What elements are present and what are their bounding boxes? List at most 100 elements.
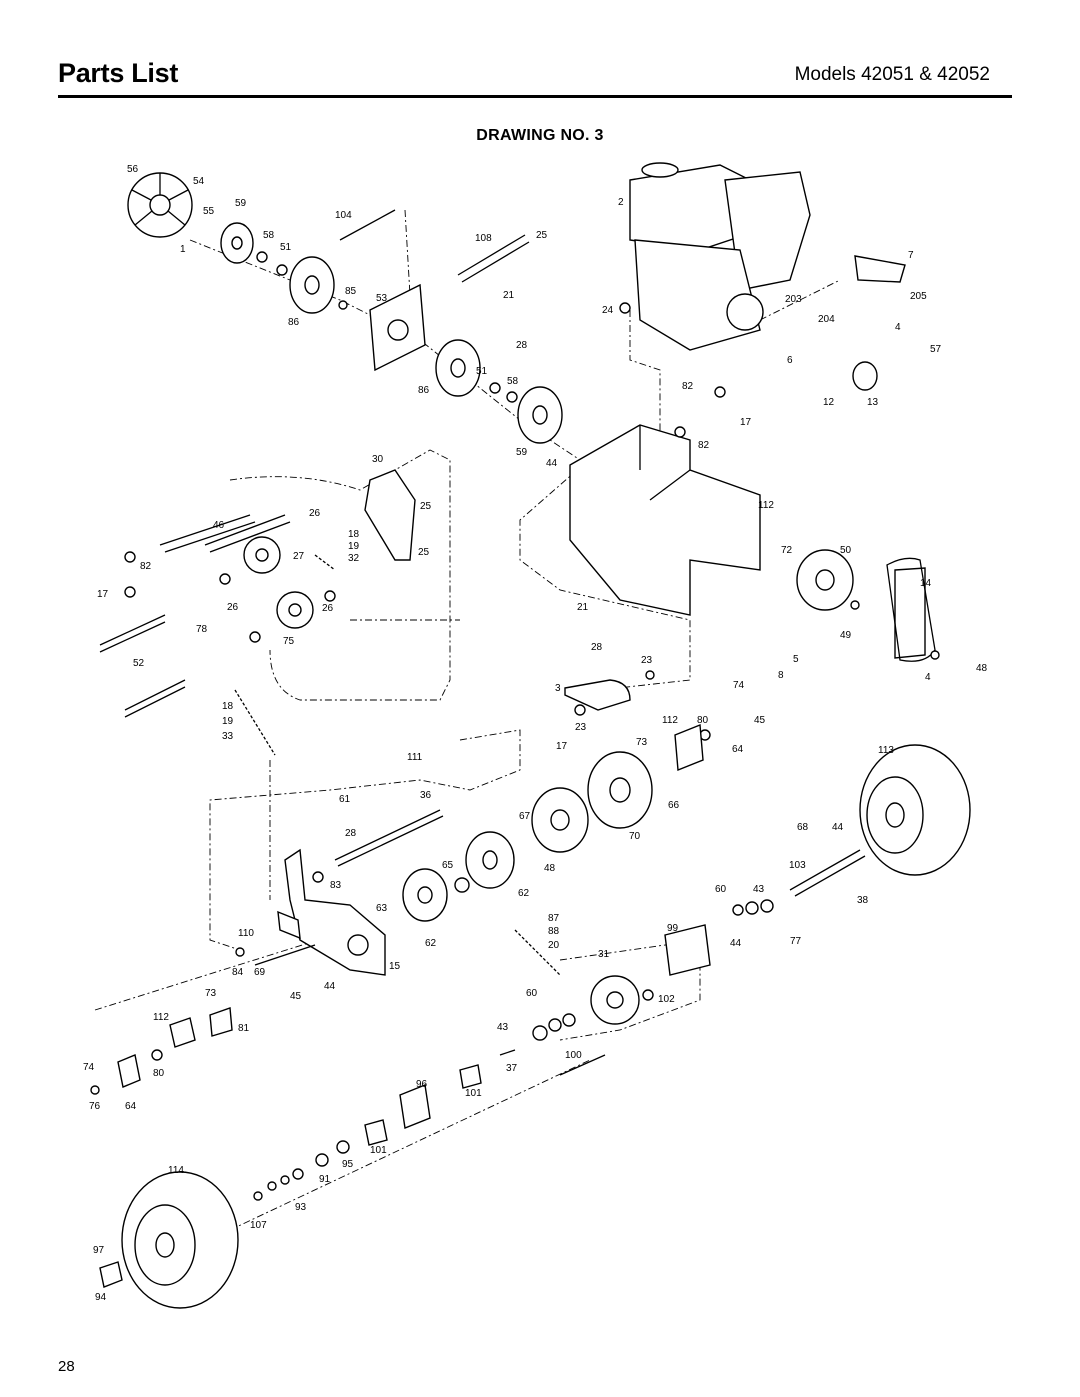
callout-label: 84 [232, 967, 244, 978]
callout-label: 59 [516, 447, 528, 458]
callout-label: 25 [418, 547, 430, 558]
callout-label: 32 [348, 553, 360, 564]
callout-label: 66 [668, 800, 680, 811]
callout-label: 107 [250, 1220, 267, 1231]
side-plate [364, 469, 416, 561]
callout-label: 21 [577, 602, 589, 613]
callout-label: 14 [920, 578, 932, 589]
callout-label: 28 [345, 828, 357, 839]
callout-label: 17 [740, 417, 752, 428]
callout-label: 33 [222, 731, 234, 742]
drive-chains [234, 554, 561, 976]
callout-label: 23 [575, 722, 587, 733]
callout-label: 37 [506, 1063, 518, 1074]
callout-label: 8 [778, 670, 784, 681]
callout-label: 67 [519, 811, 531, 822]
callout-label: 36 [420, 790, 432, 801]
friction-disc-assembly [402, 751, 653, 922]
callout-label: 21 [503, 290, 515, 301]
callout-label: 101 [465, 1088, 482, 1099]
callout-label: 25 [536, 230, 548, 241]
callout-label: 44 [546, 458, 558, 469]
callout-label: 60 [715, 884, 727, 895]
callout-label: 50 [840, 545, 852, 556]
callout-label: 76 [89, 1101, 101, 1112]
bearing-plate [369, 283, 426, 372]
axle-and-hub [664, 849, 866, 976]
callout-label: 26 [309, 508, 321, 519]
callout-label: 86 [288, 317, 300, 328]
callout-label: 100 [565, 1050, 582, 1061]
callout-label: 20 [548, 940, 560, 951]
callout-label: 48 [544, 863, 556, 874]
callout-label: 65 [442, 860, 454, 871]
callout-label: 44 [730, 938, 742, 949]
page-title: Parts List [58, 58, 179, 88]
callout-label: 4 [925, 672, 931, 683]
callout-label: 93 [295, 1202, 307, 1213]
shift-arm-plate [284, 848, 386, 976]
callout-label: 19 [222, 716, 234, 727]
callout-label: 62 [518, 888, 530, 899]
callout-label: 96 [416, 1079, 428, 1090]
callout-label: 91 [319, 1174, 331, 1185]
callout-label: 83 [330, 880, 342, 891]
callout-label: 43 [497, 1022, 509, 1033]
spring [334, 809, 444, 867]
pulley-and-belt [796, 361, 936, 662]
callout-label: 73 [205, 988, 217, 999]
hardware [90, 251, 940, 1288]
callout-label: 1 [180, 244, 186, 255]
callout-label: 77 [790, 936, 802, 947]
callout-label: 45 [754, 715, 766, 726]
drive-flanges [220, 222, 563, 444]
callout-label: 205 [910, 291, 927, 302]
callout-label: 111 [407, 752, 423, 763]
callout-label: 114 [168, 1165, 184, 1176]
callout-label: 58 [507, 376, 519, 387]
callout-label: 24 [602, 305, 614, 316]
callout-label: 97 [93, 1245, 105, 1256]
callout-label: 2 [618, 197, 624, 208]
callout-label: 72 [781, 545, 793, 556]
callout-label: 103 [789, 860, 806, 871]
wheel-right [859, 744, 971, 876]
callout-label: 4 [895, 322, 901, 333]
callout-label: 44 [324, 981, 336, 992]
callout-label: 26 [322, 603, 334, 614]
shafts [99, 209, 606, 1076]
callout-label: 101 [370, 1145, 387, 1156]
callout-label: 23 [641, 655, 653, 666]
callout-label: 204 [818, 314, 835, 325]
callout-label: 28 [516, 340, 528, 351]
callout-label: 12 [823, 397, 835, 408]
callout-label: 26 [227, 602, 239, 613]
callout-label: 38 [857, 895, 869, 906]
callout-label: 81 [238, 1023, 250, 1034]
callout-label: 3 [555, 683, 561, 694]
callout-label: 17 [556, 741, 568, 752]
callout-label: 110 [238, 928, 254, 939]
engine [629, 162, 811, 351]
callout-label: 104 [335, 210, 352, 221]
callout-label: 52 [133, 658, 145, 669]
callout-label: 54 [193, 176, 205, 187]
callout-label: 30 [372, 454, 384, 465]
callout-label: 69 [254, 967, 266, 978]
callout-label: 74 [83, 1062, 95, 1073]
header-rule [58, 95, 1012, 98]
sprockets [243, 536, 640, 1025]
page-number: 28 [58, 1358, 75, 1375]
callout-label: 63 [376, 903, 388, 914]
callout-label: 31 [598, 949, 610, 960]
callout-label: 88 [548, 926, 560, 937]
callout-label: 17 [97, 589, 109, 600]
callout-label: 80 [697, 715, 709, 726]
callout-label: 95 [342, 1159, 354, 1170]
callout-label: 43 [753, 884, 765, 895]
fan-wheel [127, 172, 193, 238]
callout-label: 64 [125, 1101, 137, 1112]
callout-label: 113 [878, 745, 894, 756]
callout-label: 25 [420, 501, 432, 512]
